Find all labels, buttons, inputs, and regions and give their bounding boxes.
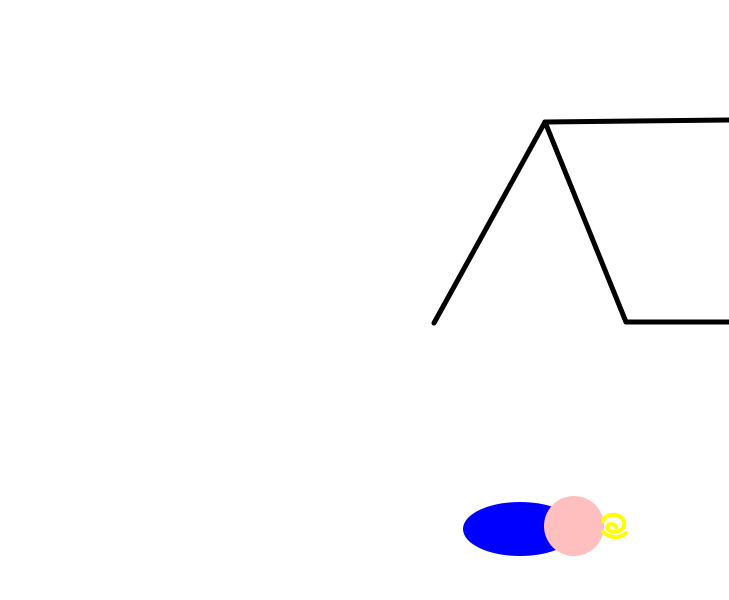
tent-front-left-pole	[431, 119, 548, 326]
figure-head	[544, 496, 604, 556]
lying-figure-icon	[463, 496, 628, 556]
tent-ridge-line	[542, 117, 729, 125]
tent-front-right-pole	[542, 119, 629, 325]
tent-outline-icon	[431, 117, 729, 326]
figure-hair-curl	[601, 512, 628, 539]
